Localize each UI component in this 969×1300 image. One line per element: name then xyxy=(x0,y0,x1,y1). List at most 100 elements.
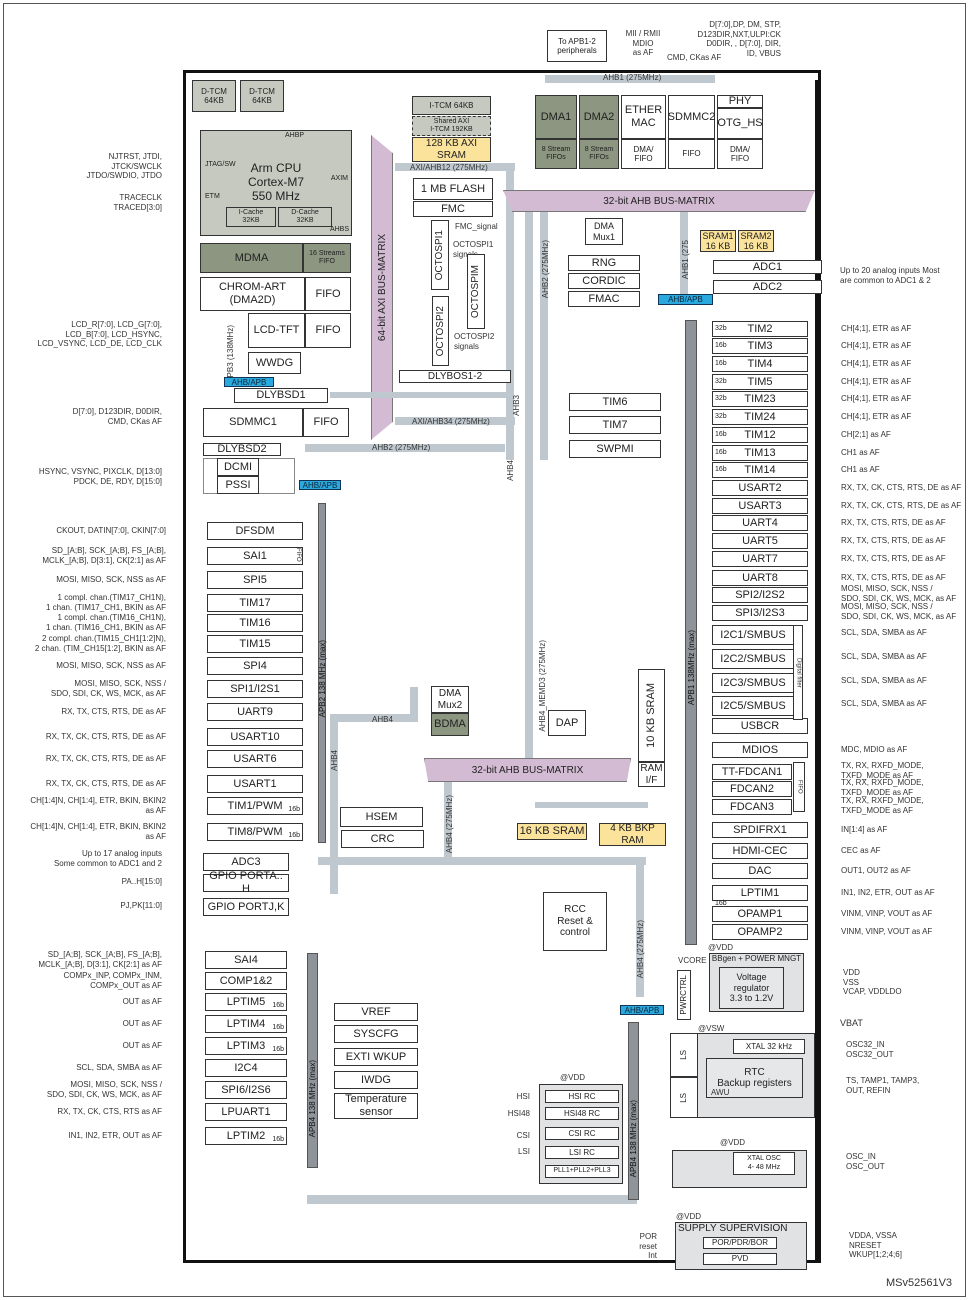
apb1-ext-label: TX, RX, RXFD_MODE, TXFD_MODE as AF xyxy=(841,796,924,815)
ahb-apb-bridge-apb4: AHB/APB xyxy=(620,1005,664,1015)
ahb-apb-bridge-apb1: AHB/APB xyxy=(658,294,713,305)
bit-width-tag: 16b xyxy=(272,1001,284,1009)
apb1-ext-label: MDC, MDIO as AF xyxy=(841,745,908,754)
axi-ahb12-label: AXI/AHB12 (275MHz) xyxy=(410,163,488,172)
apb1-peripheral: I2C2/SMBUS xyxy=(712,649,794,669)
apb4-ext-label: OUT as AF xyxy=(122,1019,162,1028)
jtag-ext-label: NJTRST, JTDI, JTCK/SWCLK JTDO/SWDIO, JTD… xyxy=(86,152,162,181)
level-shifter-2: LS xyxy=(670,1077,698,1118)
apb1-peripheral: SPDIFRX1 xyxy=(712,822,808,838)
ram-if: RAM I/F xyxy=(638,762,665,787)
bit-width-tag: 16b xyxy=(288,831,300,839)
ahbp-port: AHBP xyxy=(285,132,305,139)
supply-title: SUPPLY SUPERVISION xyxy=(678,1223,788,1234)
apb2-peripheral: UART9 xyxy=(207,703,303,721)
ahb-apb-bridge-apb2: AHB/APB xyxy=(299,480,341,490)
ahb4-peripheral: GPIO PORTA.. H xyxy=(203,870,289,895)
sdmmc2-fifo: FIFO xyxy=(668,139,715,169)
apb1-ext-label: SCL, SDA, SMBA as AF xyxy=(841,652,927,661)
jtag-port: JTAG/SW xyxy=(205,161,236,168)
apb1-ext-label: IN1, IN2, ETR, OUT as AF xyxy=(841,888,935,897)
rcc: RCC Reset & control xyxy=(543,892,607,951)
dlybsd1: DLYBSD1 xyxy=(234,388,328,403)
apb2-ext-label: MOSI, MISO, SCK, NSS / SDO, SDI, CK, WS,… xyxy=(50,679,166,698)
octospi1-signals: OCTOSPI1 signals xyxy=(453,240,494,259)
apb1-label: APB1 138MHz (max) xyxy=(687,630,696,706)
tim7: TIM7 xyxy=(569,416,661,434)
apb4-internal-block: VREF xyxy=(334,1003,418,1021)
swpmi: SWPMI xyxy=(569,440,661,458)
apb1-peripheral: UART7 xyxy=(712,551,808,567)
apb2-ext-label: RX, TX, CK, CTS, RTS, DE as AF xyxy=(45,779,166,788)
hsi-rc: HSI RC xyxy=(545,1090,619,1103)
apb1-peripheral: UART5 xyxy=(712,533,808,549)
ahb2-label-v: AHB2 (275MHz) xyxy=(541,240,550,299)
bdma: BDMA xyxy=(431,713,469,736)
level-shifter-1: LS xyxy=(670,1033,698,1077)
apb1-peripheral: UART4 xyxy=(712,515,808,531)
apb2-ext-label: MOSI, MISO, SCK, NSS as AF xyxy=(56,661,166,670)
chip-outline xyxy=(183,70,821,1263)
pin-spine-right xyxy=(815,80,819,1260)
hsi48-rc: HSI48 RC xyxy=(545,1107,619,1120)
vdd-label-power: @VDD xyxy=(708,943,734,952)
apb2-peripheral: SPI4 xyxy=(207,657,303,675)
adc2: ADC2 xyxy=(713,280,822,294)
pvd: PVD xyxy=(703,1253,777,1265)
bit-width-tag: 16b xyxy=(715,431,727,438)
apb1-peripheral: OPAMP1 xyxy=(712,906,808,922)
apb1-ext-label: CH[4;1], ETR as AF xyxy=(841,359,912,368)
vdd-label-clocks: @VDD xyxy=(560,1073,586,1082)
apb1-ext-label: TX, RX, RXFD_MODE, TXFD_MODE as AF xyxy=(841,761,924,780)
apb3-label: APB3 (138MHz) xyxy=(226,325,235,383)
apb4-ext-label: OUT as AF xyxy=(122,1041,162,1050)
bit-width-tag: 16b xyxy=(715,466,727,473)
voltage-regulator: Voltage regulator 3.3 to 1.2V xyxy=(719,967,784,1009)
axi-sram: 128 KB AXI SRAM xyxy=(412,137,491,162)
awu-label: AWU xyxy=(711,1088,730,1097)
dma1-fifo: 8 Stream FIFOs xyxy=(535,139,577,169)
fmac: FMAC xyxy=(568,291,640,307)
etm-port: ETM xyxy=(205,193,220,200)
ahb4-vbus xyxy=(525,200,533,760)
sram-10kb: 10 KB SRAM xyxy=(638,669,665,762)
apb1-peripheral: SPI2/I2S2 xyxy=(712,587,808,603)
mdma: MDMA xyxy=(200,243,303,273)
apb1-ext-label: RX, TX, CK, CTS, RTS, DE as AF xyxy=(841,483,962,492)
hsi-out: HSI xyxy=(516,1092,530,1101)
vdd-label-supply: @VDD xyxy=(676,1212,702,1221)
apb1-peripheral: OPAMP2 xyxy=(712,924,808,940)
sram1: SRAM1 16 KB xyxy=(700,230,736,252)
apb2-bus xyxy=(318,503,326,843)
ahb1-label: AHB1 (275MHz) xyxy=(603,73,662,82)
apb1-peripheral: UART8 xyxy=(712,570,808,586)
apb4-internal-block: SYSCFG xyxy=(334,1025,418,1043)
vcore-label: VCORE xyxy=(678,956,707,965)
dap: DAP xyxy=(548,710,586,736)
apb2-label: APB2 138 MHz (max) xyxy=(318,640,327,718)
apb1-peripheral: I2C1/SMBUS xyxy=(712,625,794,645)
bit-width-tag: 16b xyxy=(715,360,727,367)
dcmi-ext-label: HSYNC, VSYNC, PIXCLK, D[13:0] PDCK, DE, … xyxy=(38,467,162,486)
bit-width-tag: 16b xyxy=(272,1135,284,1143)
apb2-ext-label: SD_[A;B], SCK_[A;B], FS_[A;B], MCLK_[A;B… xyxy=(42,546,166,565)
apb1-peripheral: FDCAN3 xyxy=(712,799,792,815)
ahb4-ext-label: Up to 17 analog inputs Some common to AD… xyxy=(53,849,162,868)
lcd-ext-label: LCD_R[7:0], LCD_G[7:0], LCD_B[7:0], LCD_… xyxy=(37,320,163,349)
bit-width-tag: 32b xyxy=(715,413,727,420)
ls-label-1: LS xyxy=(679,1050,689,1060)
dcmi: DCMI xyxy=(217,458,259,476)
apb1-peripheral: I2C5/SMBUS xyxy=(712,696,794,716)
tim6: TIM6 xyxy=(569,393,661,411)
apb4-ext-label: OUT as AF xyxy=(122,997,162,1006)
dlybos: DLYBOS1-2 xyxy=(399,370,511,383)
wwdg: WWDG xyxy=(248,352,301,374)
sdmmc1-ext-label: D[7:0], D123DIR, D0DIR, CMD, CKas AF xyxy=(72,407,162,426)
bkp-ram-4kb: 4 KB BKP RAM xyxy=(599,823,666,846)
apb2-peripheral: DFSDM xyxy=(207,522,303,540)
